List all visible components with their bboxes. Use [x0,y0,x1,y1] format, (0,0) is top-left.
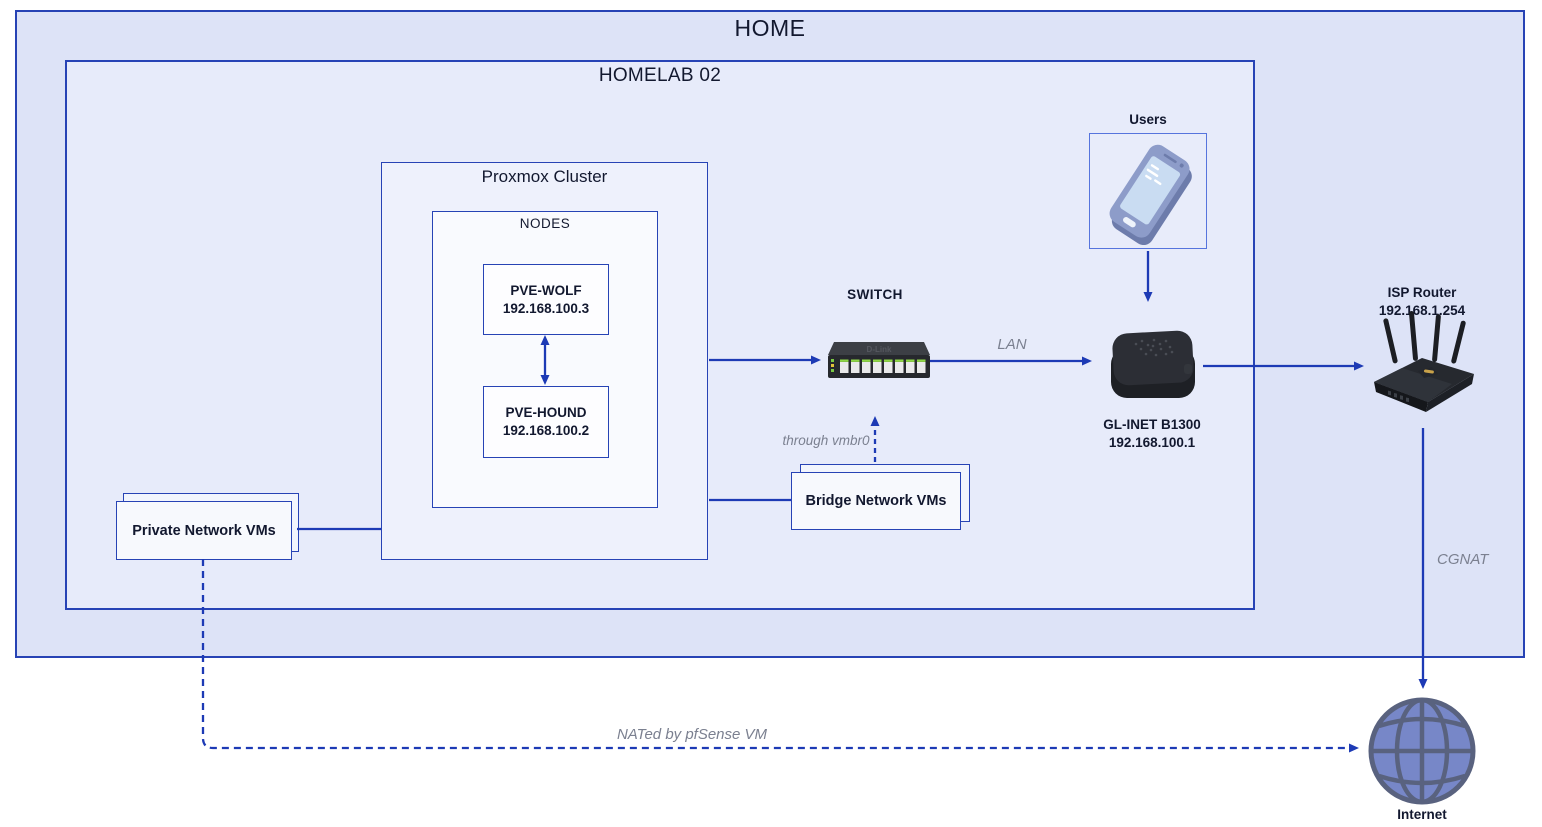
internet-globe-icon [1368,697,1476,805]
vmbr0-edge-label: through vmbr0 [782,433,870,448]
svg-text:D-Link: D-Link [867,345,892,354]
internet-label: Internet [1397,807,1447,822]
isp-router-name: ISP Router [1387,285,1457,300]
private-network-vms-label: Private Network VMs [132,522,276,539]
pve-wolf-node: PVE-WOLF 192.168.100.3 [483,264,609,335]
glinet-ip: 192.168.100.1 [1108,435,1196,451]
glinet-router-icon [1111,330,1195,398]
pve-wolf-name: PVE-WOLF [510,282,582,298]
bridge-network-vms-card: Bridge Network VMs [791,472,961,530]
isp-router-label: ISP Router 192.168.1.254 [1351,284,1493,320]
users-label: Users [1129,112,1167,127]
nodes-box: NODES [432,211,658,508]
bridge-network-vms-label: Bridge Network VMs [805,493,947,509]
switch-label: SWITCH [847,287,903,302]
users-box [1089,133,1207,249]
nat-edge-label: NATed by pfSense VM [616,726,768,743]
homelab-zone-title: HOMELAB 02 [598,65,722,86]
pve-hound-ip: 192.168.100.2 [502,423,590,438]
home-zone-title: HOME [734,15,806,41]
isp-router-ip: 192.168.1.254 [1378,303,1466,319]
pve-wolf-ip: 192.168.100.3 [502,300,590,316]
pve-hound-name: PVE-HOUND [505,405,587,421]
cgnat-edge-label: CGNAT [1437,551,1489,568]
pve-hound-node: PVE-HOUND 192.168.100.2 [483,386,609,458]
network-switch-icon: D-Link [828,342,930,378]
glinet-name: GL-INET B1300 [1103,417,1201,432]
proxmox-cluster-title: Proxmox Cluster [481,167,608,186]
wifi-router-icon [1374,311,1474,412]
private-network-vms-card: Private Network VMs [116,501,292,560]
lan-edge-label: LAN [997,336,1027,353]
nodes-title: NODES [519,216,571,231]
smartphone-icon [1109,144,1192,246]
glinet-label: GL-INET B1300 192.168.100.1 [1082,416,1222,452]
